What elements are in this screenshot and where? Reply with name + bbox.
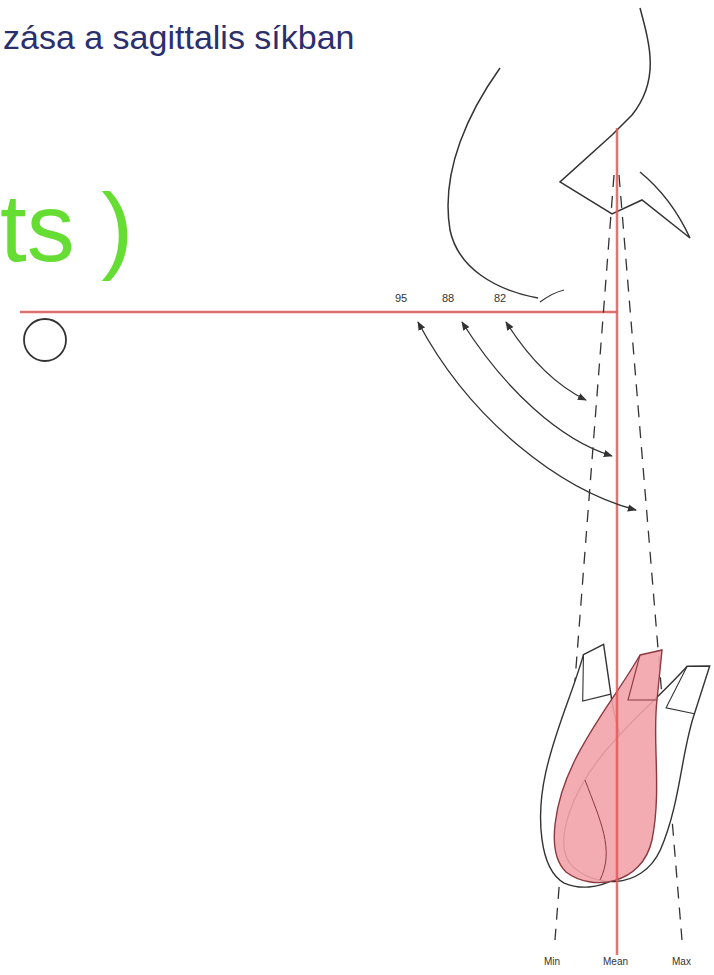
axis-label: Min — [544, 957, 560, 967]
angle-value: 82 — [494, 293, 506, 304]
angle-arrow — [462, 322, 612, 456]
angle-mark — [540, 290, 564, 302]
axis-label: Mean — [603, 957, 628, 967]
frankfort-line — [20, 311, 617, 314]
angle-arrow — [506, 322, 586, 400]
profile-outline — [560, 8, 690, 238]
axis-label: Max — [672, 957, 691, 967]
angle-value: 88 — [442, 293, 454, 304]
slide-title: zása a sagittalis síkban — [3, 20, 355, 54]
porion-circle — [24, 319, 66, 361]
face-contour — [448, 68, 538, 298]
mean-line — [616, 128, 619, 955]
slide-subtitle: ts ) — [0, 180, 133, 276]
angle-value: 95 — [395, 293, 407, 304]
incisor-mean — [554, 650, 662, 883]
angle-arrow — [418, 322, 636, 510]
